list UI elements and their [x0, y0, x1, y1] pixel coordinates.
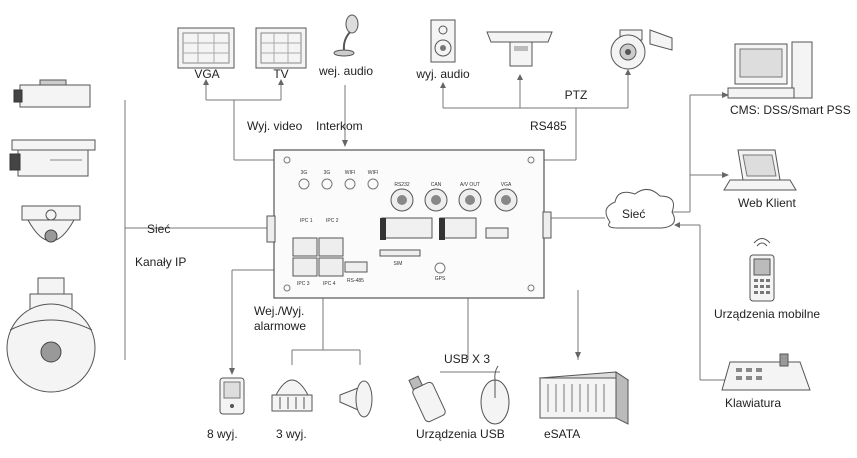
- web-client-label: Web Klient: [738, 196, 796, 210]
- speed-dome-icon: [610, 29, 673, 70]
- alarm-io-label-2: alarmowe: [254, 319, 306, 333]
- audio-in-label: wej. audio: [318, 64, 373, 78]
- tv-label: TV: [273, 67, 288, 81]
- ipc1-label: IPC 1: [300, 218, 313, 224]
- vga-label: VGA: [194, 67, 219, 81]
- mobile-phone-icon: [749, 238, 775, 302]
- alarm-device-icon: [219, 377, 245, 415]
- network-left-label: Sieć: [147, 222, 170, 236]
- ptz-keyboard-icon: [486, 31, 553, 67]
- antenna-3g-label: 3G: [301, 170, 308, 176]
- round-connectors: [390, 188, 518, 212]
- keyboard-label: Klawiatura: [725, 396, 781, 410]
- laptop-icon: [723, 149, 797, 191]
- av-out-port-label: A/V OUT: [460, 182, 480, 188]
- ipc3-label: IPC 3: [297, 281, 310, 287]
- video-out-label: Wyj. video: [247, 119, 303, 133]
- sim-label: SIM: [394, 261, 403, 267]
- ip-channels-label: Kanały IP: [135, 255, 186, 269]
- usb-x3-label: USB X 3: [444, 352, 490, 366]
- tv-icon: [255, 27, 307, 69]
- usb-drive-icon: [408, 375, 446, 423]
- mobile-label: Urządzenia mobilne: [714, 307, 820, 321]
- rs485-label: RS485: [530, 119, 567, 133]
- alarm-io-label-1: Wej./Wyj.: [254, 304, 304, 318]
- microphone-icon: [333, 14, 359, 57]
- cms-label: CMS: DSS/Smart PSS: [730, 103, 851, 117]
- connection-lines: [124, 75, 725, 381]
- network-right-label: Sieć: [622, 207, 645, 221]
- usb-devices-label: Urządzenia USB: [416, 427, 505, 441]
- rs485-port-label: RS-485: [347, 278, 364, 284]
- gps-port: [434, 262, 446, 274]
- vga-port-label: VGA: [501, 182, 512, 188]
- control-keyboard-icon: [721, 353, 811, 391]
- dome-camera-icon: [21, 205, 81, 243]
- horn-icon: [339, 380, 373, 418]
- ptz-label: PTZ: [565, 88, 588, 102]
- can-port-label: CAN: [431, 182, 442, 188]
- ipc4-label: IPC 4: [323, 281, 336, 287]
- siren-icon: [271, 379, 313, 412]
- antenna-wifi-label: WIFI: [368, 170, 379, 176]
- antenna-wifi-label: WIFI: [345, 170, 356, 176]
- out-8-label: 8 wyj.: [207, 427, 238, 441]
- antenna-ports: [298, 178, 379, 190]
- antenna-3g-label: 3G: [324, 170, 331, 176]
- bullet-camera-icon: [13, 79, 91, 108]
- sim-slot: [379, 249, 421, 257]
- computer-icon: [727, 41, 813, 99]
- speaker-icon: [430, 19, 456, 63]
- cloud-icon: [605, 189, 675, 229]
- out-3-label: 3 wyj.: [276, 427, 307, 441]
- esata-array-icon: [538, 371, 630, 425]
- box-camera-icon: [9, 139, 96, 177]
- audio-out-label: wyj. audio: [415, 67, 470, 81]
- ipc2-label: IPC 2: [326, 218, 339, 224]
- gps-label: GPS: [435, 276, 446, 282]
- mouse-icon: [480, 365, 510, 425]
- terminal-blocks: [380, 217, 509, 240]
- rs232-port-label: RS232: [394, 182, 410, 188]
- speed-dome-camera-icon: [6, 277, 96, 393]
- intercom-label: Interkom: [316, 119, 363, 133]
- monitor-icon: [177, 27, 235, 69]
- esata-label: eSATA: [544, 427, 580, 441]
- rj45-ports: [292, 237, 368, 277]
